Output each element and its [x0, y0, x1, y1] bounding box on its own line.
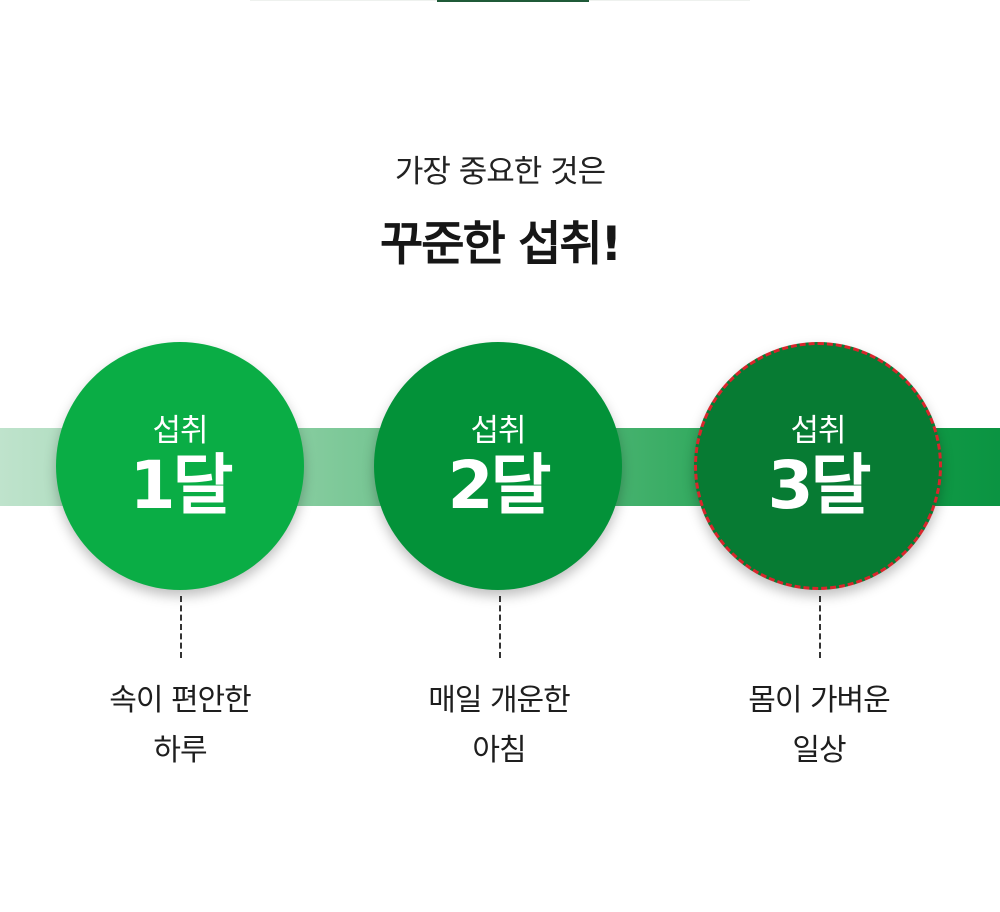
connector-dash-3 — [819, 596, 821, 658]
step-label: 섭취 — [470, 413, 526, 449]
caption-line: 속이 편안한 — [109, 683, 252, 718]
connector-dash-2 — [499, 596, 501, 658]
step-label: 섭취 — [152, 413, 208, 449]
caption-line: 몸이 가벼운 — [748, 683, 891, 718]
step-circle-1: 섭취 1달 — [56, 342, 304, 590]
caption-line: 아침 — [472, 733, 526, 768]
headline: 꾸준한 섭취! — [380, 217, 622, 272]
step-caption-2: 매일 개운한 아침 — [369, 676, 629, 776]
step-caption-1: 속이 편안한 하루 — [50, 676, 310, 776]
step-period: 3달 — [767, 447, 872, 524]
subtitle: 가장 중요한 것은 — [394, 154, 606, 190]
step-period: 1달 — [129, 447, 234, 524]
connector-dash-1 — [180, 596, 182, 658]
caption-line: 매일 개운한 — [428, 683, 571, 718]
step-circle-3-highlighted: 섭취 3달 — [694, 342, 942, 590]
step-period: 2달 — [447, 447, 552, 524]
step-circle-2: 섭취 2달 — [374, 342, 622, 590]
caption-line: 일상 — [792, 733, 846, 768]
top-accent-bar — [437, 0, 589, 2]
step-caption-3: 몸이 가벼운 일상 — [689, 676, 949, 776]
step-label: 섭취 — [790, 413, 846, 449]
caption-line: 하루 — [153, 733, 207, 768]
